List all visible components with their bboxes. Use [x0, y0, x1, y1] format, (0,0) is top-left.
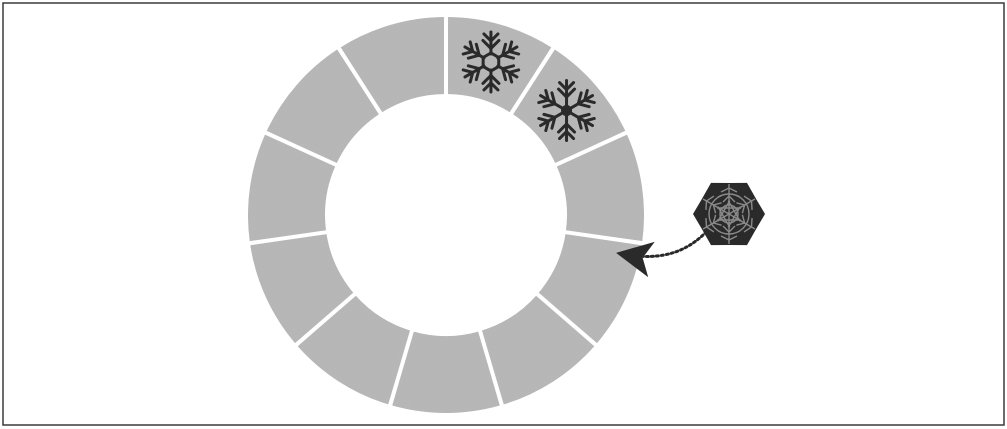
ring-buffer-diagram: [0, 0, 1007, 429]
